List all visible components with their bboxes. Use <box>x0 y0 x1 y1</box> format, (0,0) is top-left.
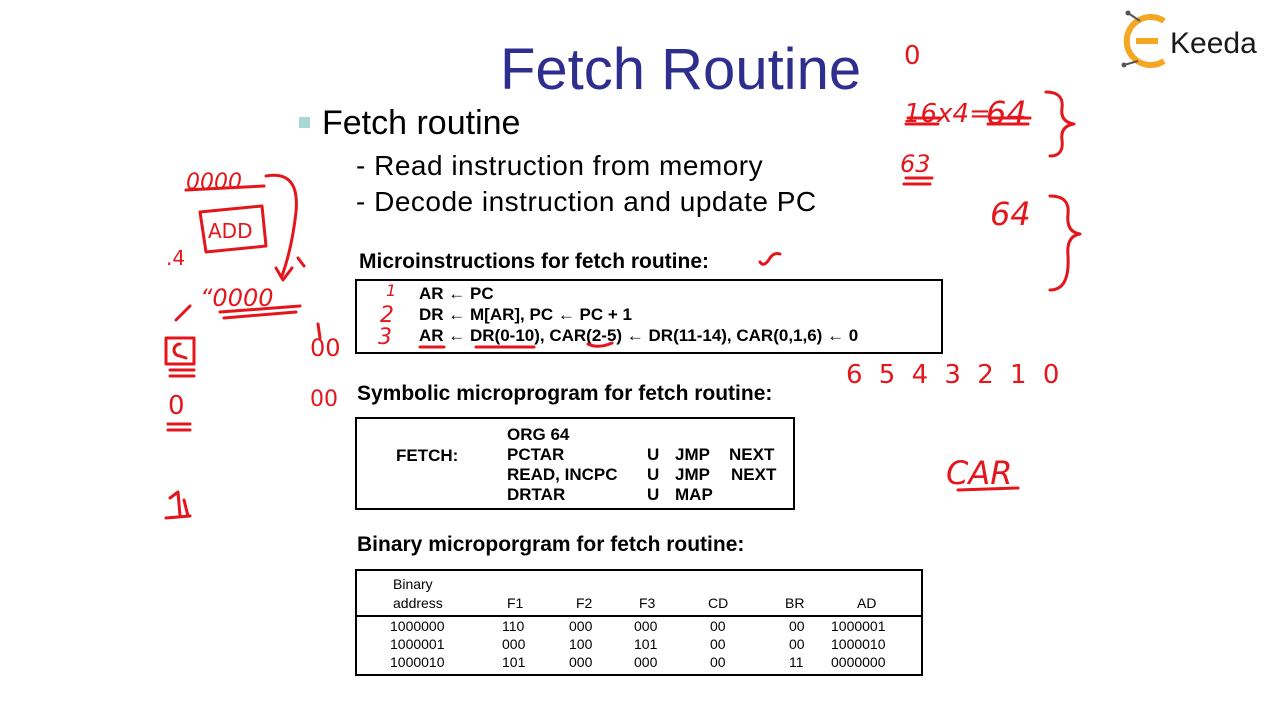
symbolic-cd: U <box>647 445 660 464</box>
slide-title: Fetch Routine <box>500 37 862 102</box>
symbolic-cd: U <box>647 485 660 504</box>
symbolic-op: READ, INCPC <box>507 465 618 484</box>
symbolic-ad: NEXT <box>731 465 777 484</box>
binary-header: Binary <box>393 576 433 592</box>
symbolic-label: FETCH: <box>396 446 459 465</box>
bullet-marker <box>299 117 310 128</box>
binary-cell: 00 <box>710 636 726 652</box>
note-63: 63 <box>900 150 931 178</box>
note-64b: 64 <box>990 195 1031 233</box>
binary-cell: 000 <box>634 654 658 670</box>
binary-heading: Binary microporgram for fetch routine: <box>357 533 745 556</box>
symbolic-cd: U <box>647 465 660 484</box>
binary-cell: 1000010 <box>390 654 445 670</box>
binary-header: address <box>393 595 443 611</box>
note-one: 1 <box>386 281 396 300</box>
micro-heading: Microinstructions for fetch routine: <box>359 250 710 273</box>
symbolic-box: FETCH: ORG 64 PCTAR U JMP NEXT READ, INC… <box>355 417 795 510</box>
binary-header: AD <box>857 595 877 611</box>
micro-line-3: AR ← DR(0-10), CAR(2-5) ← DR(11-14), CAR… <box>419 326 859 345</box>
symbolic-op: ORG 64 <box>507 425 570 444</box>
binary-cell: 00 <box>789 618 805 634</box>
binary-cell: 101 <box>634 636 658 652</box>
symbolic-br: JMP <box>675 465 710 484</box>
symbolic-heading: Symbolic microprogram for fetch routine: <box>357 382 773 405</box>
micro-line-1: AR ← PC <box>419 284 494 303</box>
sub-item-decode: - Decode instruction and update PC <box>356 186 817 217</box>
bullet-text: Fetch routine <box>322 104 521 142</box>
note-0000: 0000 <box>186 170 242 195</box>
symbolic-br: JMP <box>675 445 710 464</box>
binary-cell: 000 <box>569 654 593 670</box>
binary-cell: 1000001 <box>831 618 886 634</box>
note-quote-0000: “0000 <box>200 284 274 312</box>
symbolic-br: MAP <box>675 485 713 504</box>
binary-cell: 00 <box>789 636 805 652</box>
binary-cell: 11 <box>789 654 804 670</box>
binary-cell: 101 <box>502 654 526 670</box>
note-00b: 00 <box>310 387 338 412</box>
note-car: CAR <box>946 454 1012 492</box>
note-three: 3 <box>378 325 392 350</box>
sub-item-read: - Read instruction from memory <box>356 150 764 181</box>
binary-cell: 000 <box>502 636 526 652</box>
ekeeda-logo: Keeda <box>1121 10 1257 68</box>
binary-table: Binary address F1 F2 F3 CD BR AD 1000000… <box>355 569 923 676</box>
binary-divider <box>357 615 921 617</box>
binary-header: BR <box>785 595 805 611</box>
binary-header: CD <box>708 595 729 611</box>
binary-cell: 1000010 <box>831 636 886 652</box>
binary-cell: 00 <box>710 654 726 670</box>
note-zero-left: 0 <box>168 391 185 421</box>
note-bit-positions: 6 5 4 3 2 1 0 <box>846 360 1063 390</box>
binary-cell: 00 <box>710 618 726 634</box>
micro-box: AR ← PC DR ← M[AR], PC ← PC + 1 AR ← DR(… <box>355 279 943 354</box>
binary-header: F2 <box>576 595 593 611</box>
binary-cell: 0000000 <box>831 654 886 670</box>
note-64: 64 <box>986 94 1027 132</box>
micro-line-2: DR ← M[AR], PC ← PC + 1 <box>419 305 632 324</box>
binary-cell: 1000000 <box>390 618 445 634</box>
symbolic-op: DRTAR <box>507 485 566 504</box>
symbolic-ad: NEXT <box>729 445 775 464</box>
note-add: ADD <box>208 219 252 243</box>
binary-cell: 1000001 <box>390 636 445 652</box>
binary-header: F3 <box>639 595 656 611</box>
binary-cell: 100 <box>569 636 593 652</box>
binary-header: F1 <box>507 595 524 611</box>
note-dot4: .4 <box>166 246 185 270</box>
binary-cell: 000 <box>634 618 658 634</box>
note-00a: 00 <box>310 334 341 362</box>
note-zero: 0 <box>904 41 921 71</box>
binary-cell: 000 <box>569 618 593 634</box>
logo-text: Keeda <box>1170 27 1257 60</box>
symbolic-op: PCTAR <box>507 445 565 464</box>
note-two: 2 <box>380 303 394 328</box>
circuit-e-icon <box>1121 10 1166 68</box>
binary-cell: 110 <box>502 618 525 634</box>
